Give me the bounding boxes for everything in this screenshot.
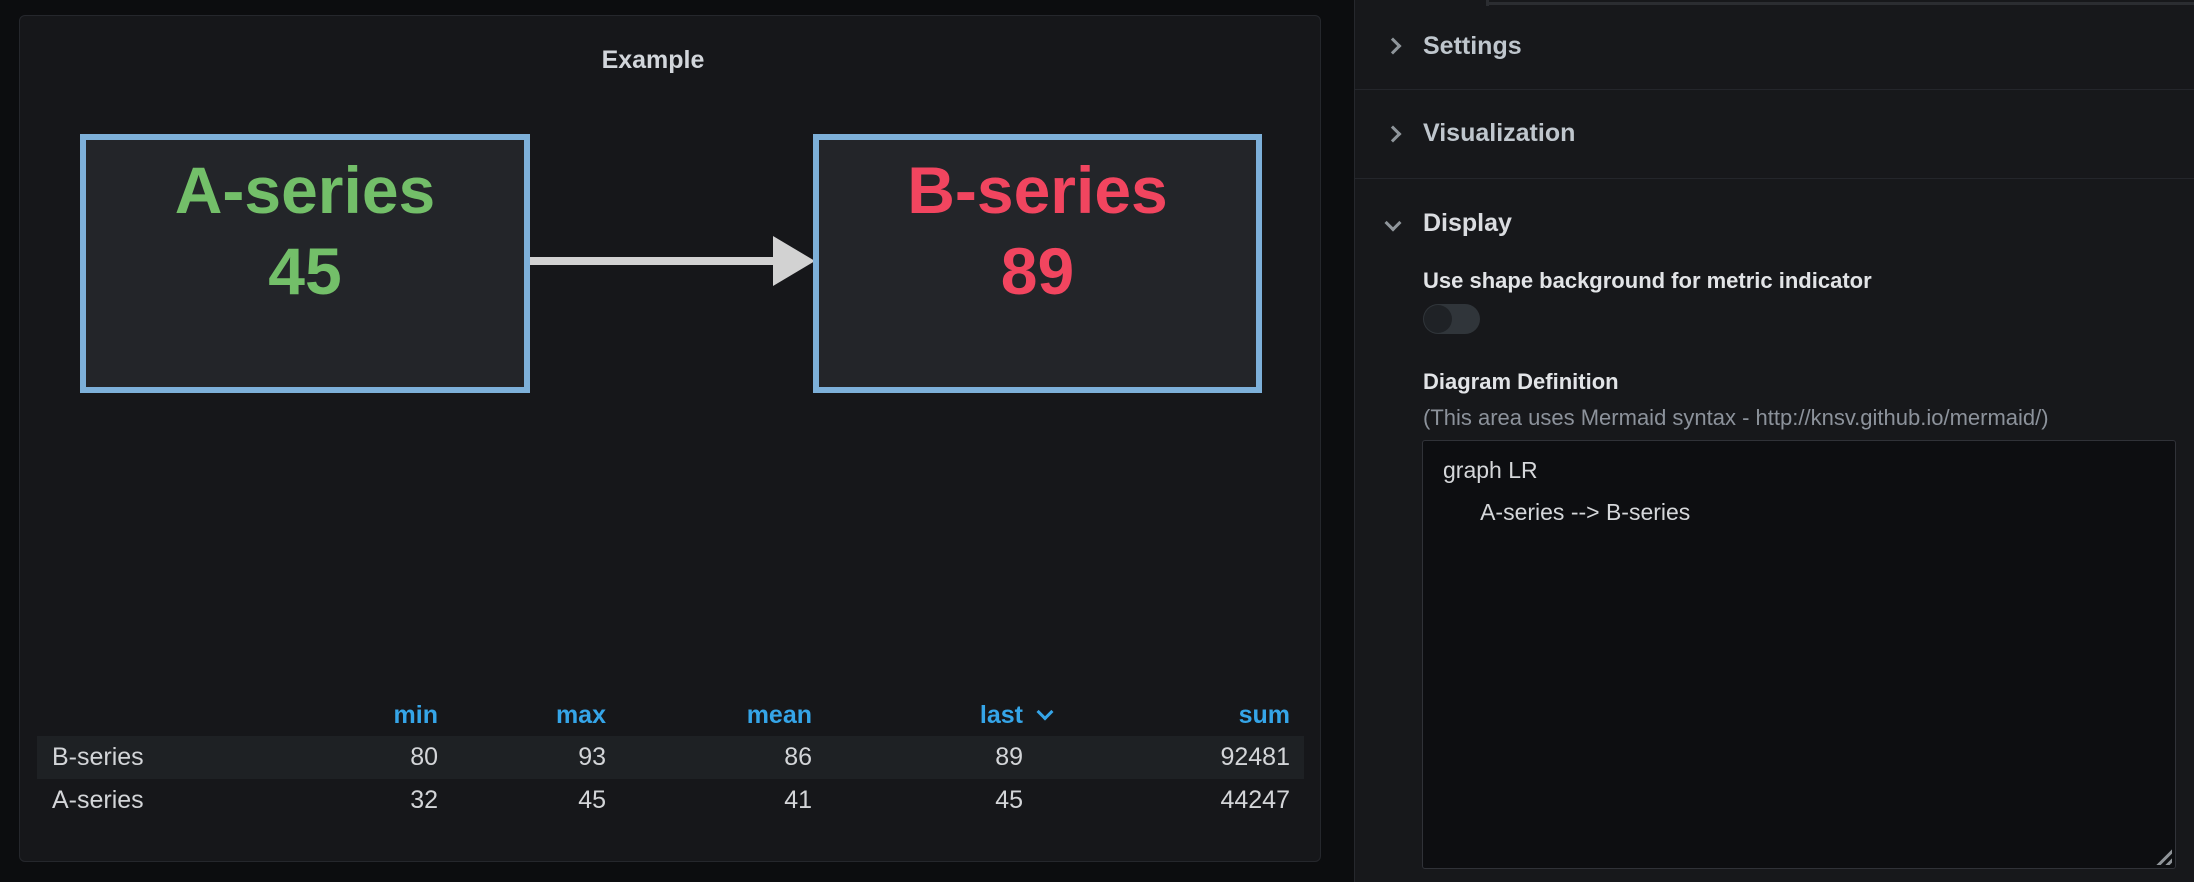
- tabstrip-border: [1488, 2, 2194, 5]
- section-settings[interactable]: Settings: [1355, 3, 2194, 89]
- diagram-definition-textarea[interactable]: graph LR A-series --> B-series: [1422, 440, 2176, 869]
- panel-options-pane: Settings Visualization Display Use shape…: [1354, 0, 2194, 882]
- cell-mean: 41: [784, 786, 812, 814]
- shape-background-toggle[interactable]: [1423, 304, 1480, 334]
- column-header-max[interactable]: max: [555, 700, 606, 729]
- series-name: A-series: [52, 786, 144, 814]
- diagram-node-b-series: B-series 89: [813, 134, 1262, 393]
- section-display[interactable]: Display: [1355, 178, 2194, 268]
- table-row: A-series 32 45 41 45 44247: [37, 779, 1304, 822]
- cell-max: 45: [578, 786, 606, 814]
- cell-min: 80: [410, 743, 438, 771]
- edge-arrowhead-icon: [773, 236, 815, 286]
- section-divider: [1355, 89, 2194, 90]
- column-header-last[interactable]: last: [979, 700, 1023, 729]
- legend-header-row: min max mean last sum: [37, 694, 1304, 736]
- chevron-down-icon: [1384, 214, 1402, 232]
- cell-sum: 44247: [1220, 786, 1290, 814]
- diagram-definition-label: Diagram Definition: [1423, 369, 1619, 394]
- cell-last: 89: [995, 743, 1023, 771]
- section-label: Visualization: [1423, 119, 1576, 147]
- diagram-panel: Example A-series 45 B-series 89 min max …: [19, 15, 1321, 862]
- table-row: B-series 80 93 86 89 92481: [37, 736, 1304, 779]
- section-divider: [1355, 178, 2194, 179]
- edge-line: [530, 257, 774, 265]
- node-value: 45: [268, 234, 342, 308]
- cell-sum: 92481: [1220, 743, 1290, 771]
- cell-max: 93: [578, 743, 606, 771]
- tabstrip-tab-edge: [1486, 0, 1489, 6]
- node-label: B-series: [907, 153, 1168, 227]
- cell-min: 32: [410, 786, 438, 814]
- column-header-mean[interactable]: mean: [746, 700, 812, 729]
- cell-last: 45: [995, 786, 1023, 814]
- section-label: Display: [1423, 208, 1512, 237]
- diagram-node-a-series: A-series 45: [80, 134, 530, 393]
- mermaid-syntax-hint: (This area uses Mermaid syntax - http://…: [1423, 405, 2049, 430]
- node-value: 89: [1000, 234, 1075, 308]
- chevron-right-icon: [1384, 37, 1402, 55]
- panel-title: Example: [601, 46, 705, 74]
- toggle-knob: [1424, 305, 1452, 333]
- shape-background-label: Use shape background for metric indicato…: [1423, 268, 1872, 293]
- series-name: B-series: [52, 743, 144, 771]
- column-header-min[interactable]: min: [393, 700, 438, 729]
- chevron-right-icon: [1384, 125, 1402, 142]
- node-label: A-series: [174, 153, 436, 227]
- cell-mean: 86: [784, 743, 812, 771]
- column-header-sum[interactable]: sum: [1238, 700, 1290, 729]
- section-label: Settings: [1423, 31, 1522, 60]
- legend-table: min max mean last sum B-series 80 93 86 …: [37, 694, 1304, 822]
- diagram-definition-wrap: graph LR A-series --> B-series: [1422, 440, 2176, 869]
- section-visualization[interactable]: Visualization: [1355, 89, 2194, 178]
